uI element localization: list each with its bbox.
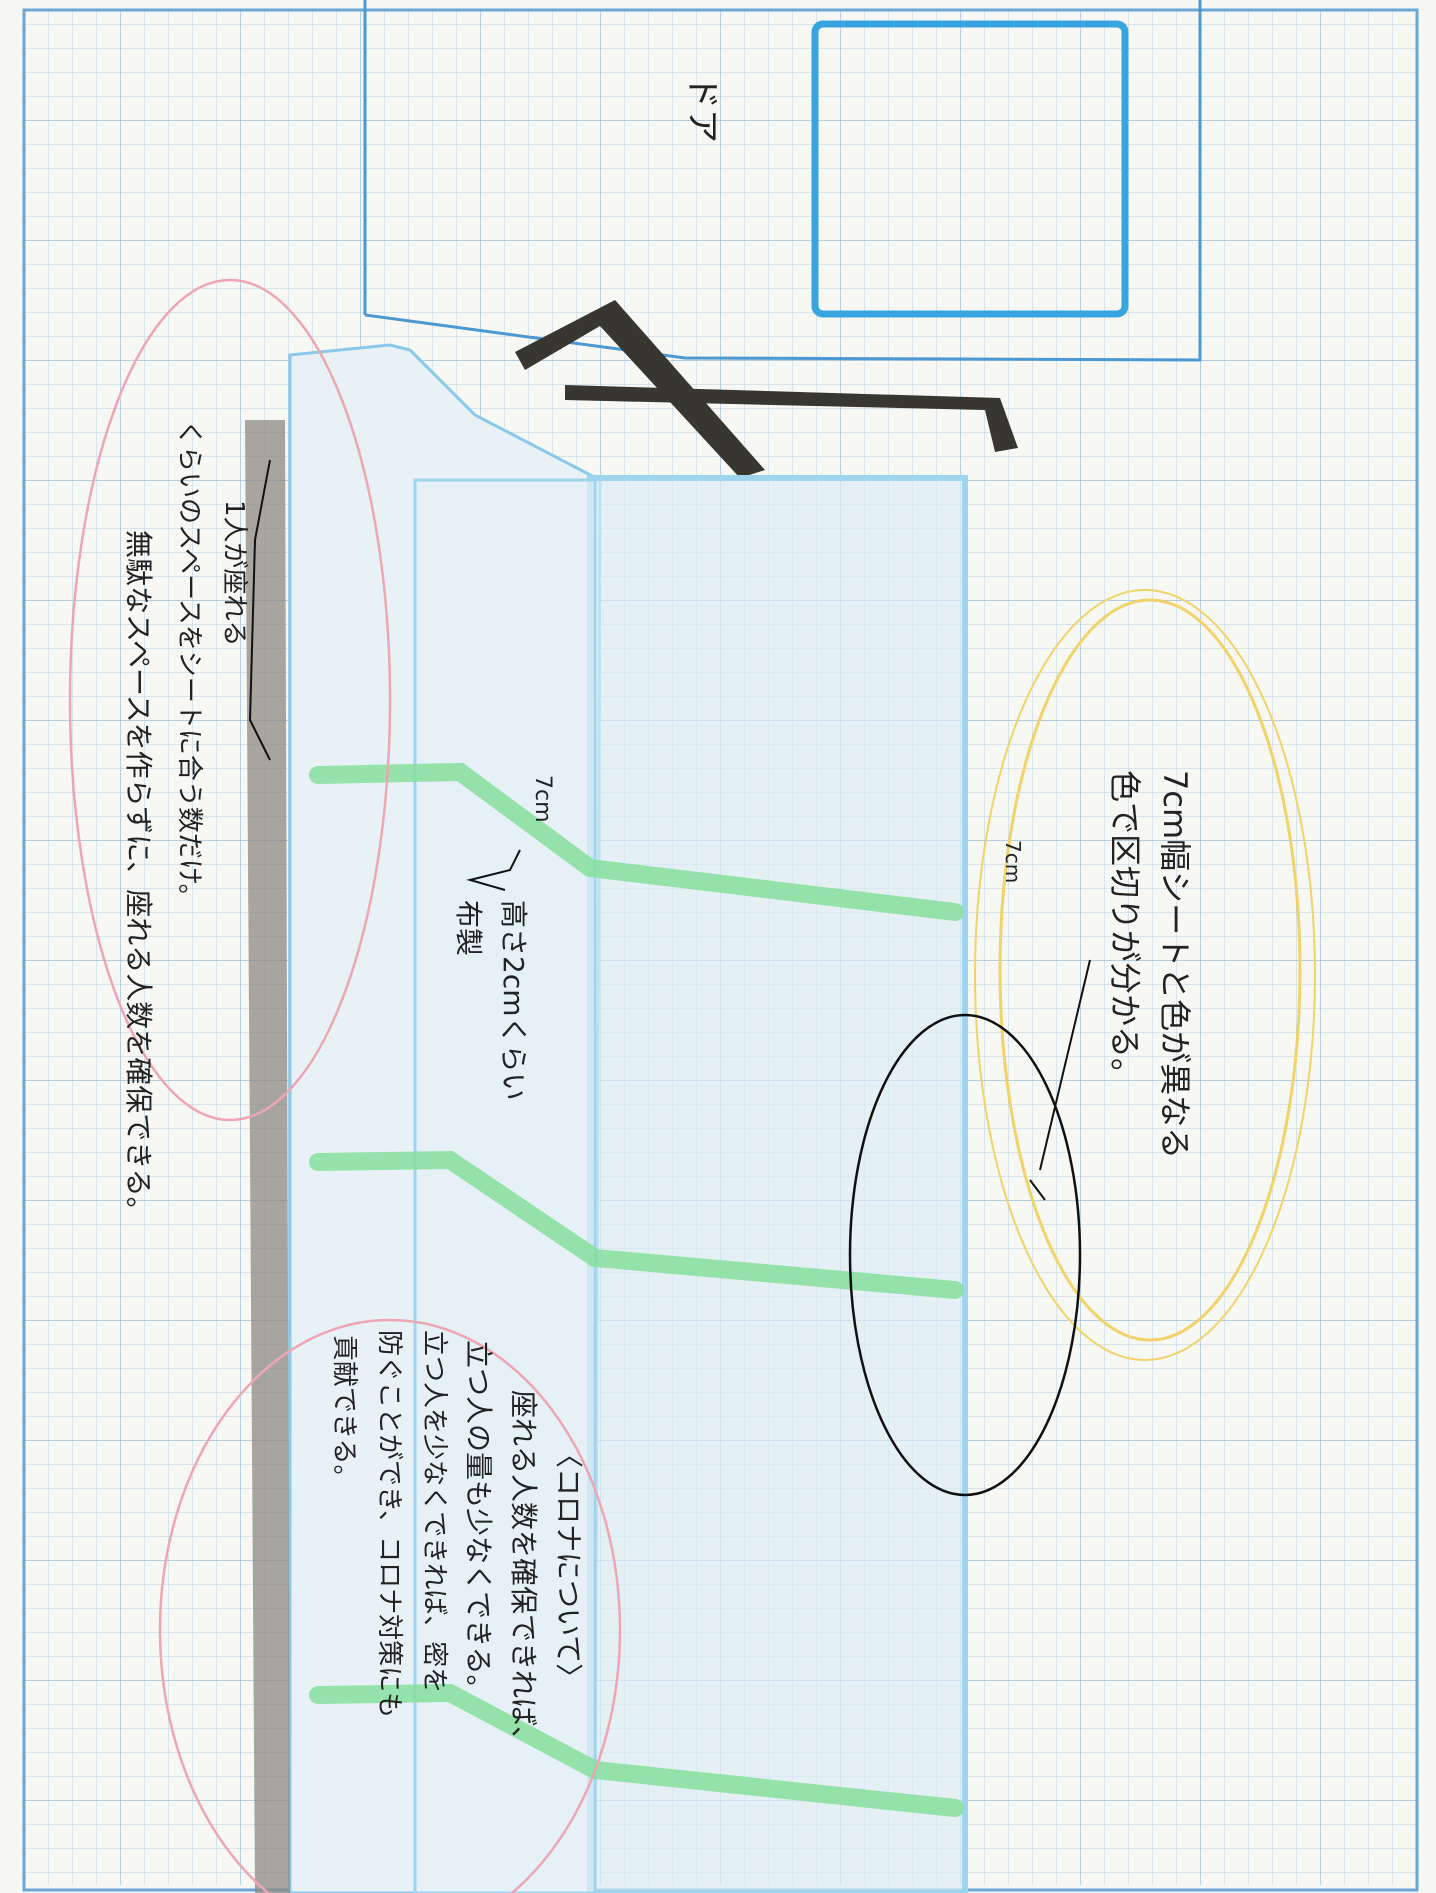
highlight-ring-pink (68, 278, 392, 1122)
floor-shading (245, 420, 290, 1893)
divider-stripe (309, 762, 964, 921)
divider-stripe (309, 1150, 964, 1299)
door-outline (363, 0, 1202, 362)
bench-seat (587, 475, 968, 1893)
door-label: ドア (682, 75, 722, 143)
seat-gap-circle (848, 1013, 1082, 1497)
highlight-ring-yellow (998, 598, 1302, 1342)
corona-line-4: 防ぐことができ、コロナ対策にも (374, 1330, 404, 1719)
handrail (515, 300, 765, 478)
highlight-ring-yellow (974, 589, 1316, 1361)
handrail-bar (565, 385, 1018, 452)
height-note: 高さ2cmくらい (497, 900, 530, 1101)
gap-width-label: 7cm (1001, 840, 1025, 884)
leader-line (248, 459, 271, 761)
divider-stripe (309, 1683, 964, 1817)
corona-line-1: 座れる人数を確保できれば、 (507, 1390, 540, 1755)
one-person-note: 1人が座れる (219, 500, 249, 647)
leader-line (466, 849, 521, 891)
no-waste-note: 無駄なスペースを作らずに、座れる人数を確保できる。 (122, 530, 155, 1225)
corona-line-3: 立つ人を少なくできれば、密を (419, 1330, 449, 1694)
door-window (811, 20, 1129, 318)
fabric-note: 布製 (452, 900, 485, 957)
leader-line (1029, 959, 1091, 1201)
highlight-ring-pink (158, 1318, 622, 1893)
space-fit-note: くらいのスペースをシートに合う数だけ。 (174, 420, 204, 910)
seat-color-note-2: 色で区切りが分かる。 (1106, 770, 1144, 1091)
corona-line-2: 立つ人の量も少なくできる。 (462, 1340, 495, 1703)
corona-heading: 〈コロナについて〉 (552, 1440, 585, 1692)
corona-line-5: 貢献できる。 (329, 1335, 359, 1491)
seat-color-note: 7cm幅シートと色が異なる (1156, 770, 1194, 1160)
gap-width-label-left: 7cm (530, 775, 555, 823)
